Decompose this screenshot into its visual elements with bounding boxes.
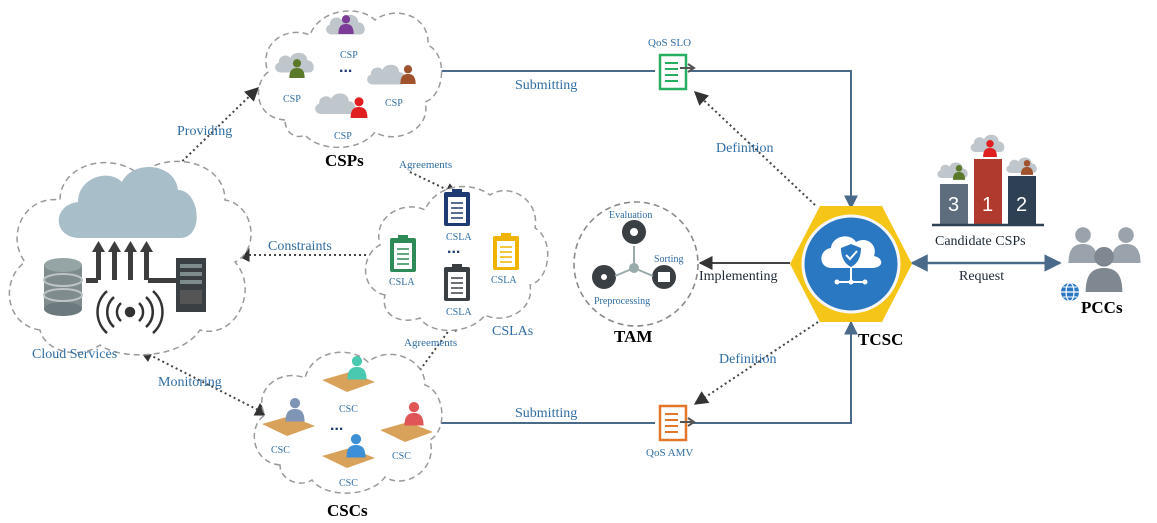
qos-slo-node: QoS SLO xyxy=(648,37,696,91)
clipboard-icon xyxy=(444,264,470,301)
definition-top-label: Definition xyxy=(716,141,774,156)
server-icon xyxy=(176,258,206,312)
qos-amv-node: QoS AMV xyxy=(646,404,696,459)
csc-ellipsis: ... xyxy=(330,417,343,434)
tam-preprocessing-label: Preprocessing xyxy=(594,296,650,307)
person-icon xyxy=(262,398,315,436)
csps-node: CSP CSP ... CSP CSP CSPs xyxy=(257,10,443,170)
submitting-top-label: Submitting xyxy=(515,78,577,93)
network-icon xyxy=(592,265,616,289)
implementing-label: Implementing xyxy=(699,269,778,284)
csps-title: CSPs xyxy=(325,151,364,170)
definition-bottom-label: Definition xyxy=(719,352,777,367)
csc-label-2: CSC xyxy=(271,445,290,456)
cloud-icon xyxy=(58,167,197,283)
clipboard-icon xyxy=(493,233,519,270)
pccs-title: PCCs xyxy=(1081,298,1123,317)
tam-title: TAM xyxy=(614,327,652,346)
podium-icon: 3 1 2 xyxy=(932,134,1044,227)
csla-ellipsis: ... xyxy=(447,240,460,257)
tam-node: Evaluation Sorting Preprocessing TAM xyxy=(573,201,699,346)
monitoring-label: Monitoring xyxy=(158,375,222,390)
tam-evaluation-label: Evaluation xyxy=(609,210,652,221)
pccs-node: PCCs xyxy=(1061,227,1141,317)
qos-amv-label: QoS AMV xyxy=(646,447,693,459)
providing-link xyxy=(166,87,260,176)
person-icon xyxy=(1111,227,1141,263)
cscs-title: CSCs xyxy=(327,501,368,520)
request-label: Request xyxy=(959,269,1004,284)
csla-label-top: CSLA xyxy=(446,232,472,243)
person-icon xyxy=(322,434,375,468)
person-icon xyxy=(1068,227,1098,263)
csla-label-bottom: CSLA xyxy=(446,307,472,318)
clipboard-icon xyxy=(444,189,470,226)
cloud-services-node: Cloud Services xyxy=(8,160,252,362)
submitting-bottom-label: Submitting xyxy=(515,406,577,421)
clipboard-icon xyxy=(390,235,416,272)
csp-ellipsis: ... xyxy=(339,59,352,76)
agreements-top-label: Agreements xyxy=(399,159,452,171)
csc-label-1: CSC xyxy=(339,404,358,415)
csla-label-right: CSLA xyxy=(491,275,517,286)
rank-center: 1 xyxy=(982,194,993,216)
database-icon xyxy=(43,258,83,316)
csp-label-4: CSP xyxy=(334,131,352,142)
document-icon xyxy=(658,53,696,91)
agreements-top-link xyxy=(409,171,460,196)
amv-to-tcsc-link xyxy=(690,320,858,424)
person-icon xyxy=(380,402,433,442)
cslas-node: CSLA ... CSLA CSLA CSLA CSLAs xyxy=(364,185,549,339)
signal-icon xyxy=(96,290,164,334)
slo-to-tcsc-link xyxy=(690,70,858,210)
providing-label: Providing xyxy=(177,124,232,139)
candidate-csps-node: 3 1 2 Candidate CSPs xyxy=(932,134,1044,249)
tcsc-title: TCSC xyxy=(858,330,903,349)
person-icon xyxy=(322,356,375,392)
csp-label-2: CSP xyxy=(283,94,301,105)
shield-icon xyxy=(821,236,882,285)
tam-sorting-label: Sorting xyxy=(654,254,683,265)
agreements-bottom-link xyxy=(419,316,459,371)
candidate-csps-label: Candidate CSPs xyxy=(935,234,1026,249)
cscs-node: CSC CSC ... CSC CSC CSCs xyxy=(253,351,443,520)
gear-icon xyxy=(622,220,646,244)
globe-icon xyxy=(1061,282,1079,302)
csc-label-3: CSC xyxy=(392,451,411,462)
document-icon xyxy=(658,404,696,442)
monitoring-link xyxy=(138,349,270,416)
qos-slo-label: QoS SLO xyxy=(648,37,691,49)
tcsc-node: TCSC xyxy=(790,206,912,349)
constraints-label: Constraints xyxy=(268,239,332,254)
agreements-bottom-label: Agreements xyxy=(404,337,457,349)
rank-left: 3 xyxy=(948,194,959,216)
csc-label-4: CSC xyxy=(339,478,358,489)
csp-label-1: CSP xyxy=(340,50,358,61)
sorting-icon xyxy=(652,265,676,289)
rank-right: 2 xyxy=(1016,194,1027,216)
csp-label-3: CSP xyxy=(385,98,403,109)
cloud-services-label: Cloud Services xyxy=(32,347,117,362)
cslas-title: CSLAs xyxy=(492,324,533,339)
csla-label-left: CSLA xyxy=(389,277,415,288)
